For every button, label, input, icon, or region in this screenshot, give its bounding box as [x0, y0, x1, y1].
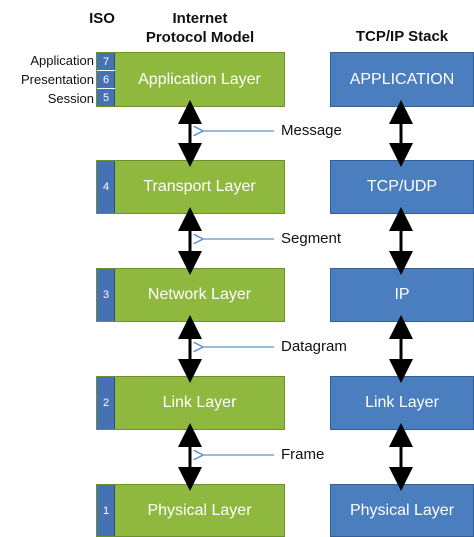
- internet-layer-network-label: Network Layer: [147, 286, 252, 303]
- iso-label-application: Application: [30, 53, 94, 68]
- internet-layer-link-label: Link Layer: [162, 394, 237, 411]
- iso-number-6: 6: [97, 71, 115, 89]
- internet-layer-transport-label: Transport Layer: [143, 178, 256, 195]
- tcpip-header: TCP/IP Stack: [355, 28, 449, 45]
- internet-model-header-line2: Protocol Model: [145, 29, 255, 46]
- iso-number-strip: 1: [97, 485, 115, 536]
- iso-number-2: 2: [102, 397, 110, 409]
- iso-number-7: 7: [97, 53, 115, 71]
- iso-number-3: 3: [102, 289, 110, 301]
- iso-number-strip: 2: [97, 377, 115, 429]
- iso-number-5: 5: [102, 92, 110, 104]
- iso-number-strip: 3: [97, 269, 115, 321]
- iso-number-strip: 7 6 5: [97, 53, 115, 106]
- iso-number-4: 4: [102, 181, 110, 193]
- iso-number-strip: 4: [97, 161, 115, 213]
- data-unit-segment: Segment: [281, 230, 342, 247]
- iso-number-1: 1: [102, 504, 110, 517]
- tcpip-layer-physical: Physical Layer: [330, 484, 474, 537]
- tcpip-layer-tcp-udp: TCP/UDP: [330, 160, 474, 214]
- data-unit-datagram: Datagram: [281, 338, 347, 355]
- data-unit-message: Message: [281, 122, 342, 139]
- internet-layer-physical-label: Physical Layer: [147, 501, 252, 519]
- iso-label-presentation: Presentation: [21, 72, 94, 87]
- internet-model-header: Internet Protocol Model: [110, 9, 290, 47]
- internet-layer-application-label: Application Layer: [138, 70, 261, 88]
- internet-layer-application: 7 6 5 Application Layer: [96, 52, 285, 107]
- tcpip-layer-application: APPLICATION: [330, 52, 474, 107]
- internet-model-header-line1: Internet: [172, 10, 228, 27]
- tcpip-layer-link: Link Layer: [330, 376, 474, 430]
- internet-layer-link: 2 Link Layer: [96, 376, 285, 430]
- internet-layer-network: 3 Network Layer: [96, 268, 285, 322]
- iso-label-session: Session: [47, 91, 94, 106]
- data-unit-frame: Frame: [281, 446, 325, 463]
- iso-header: ISO: [89, 10, 115, 27]
